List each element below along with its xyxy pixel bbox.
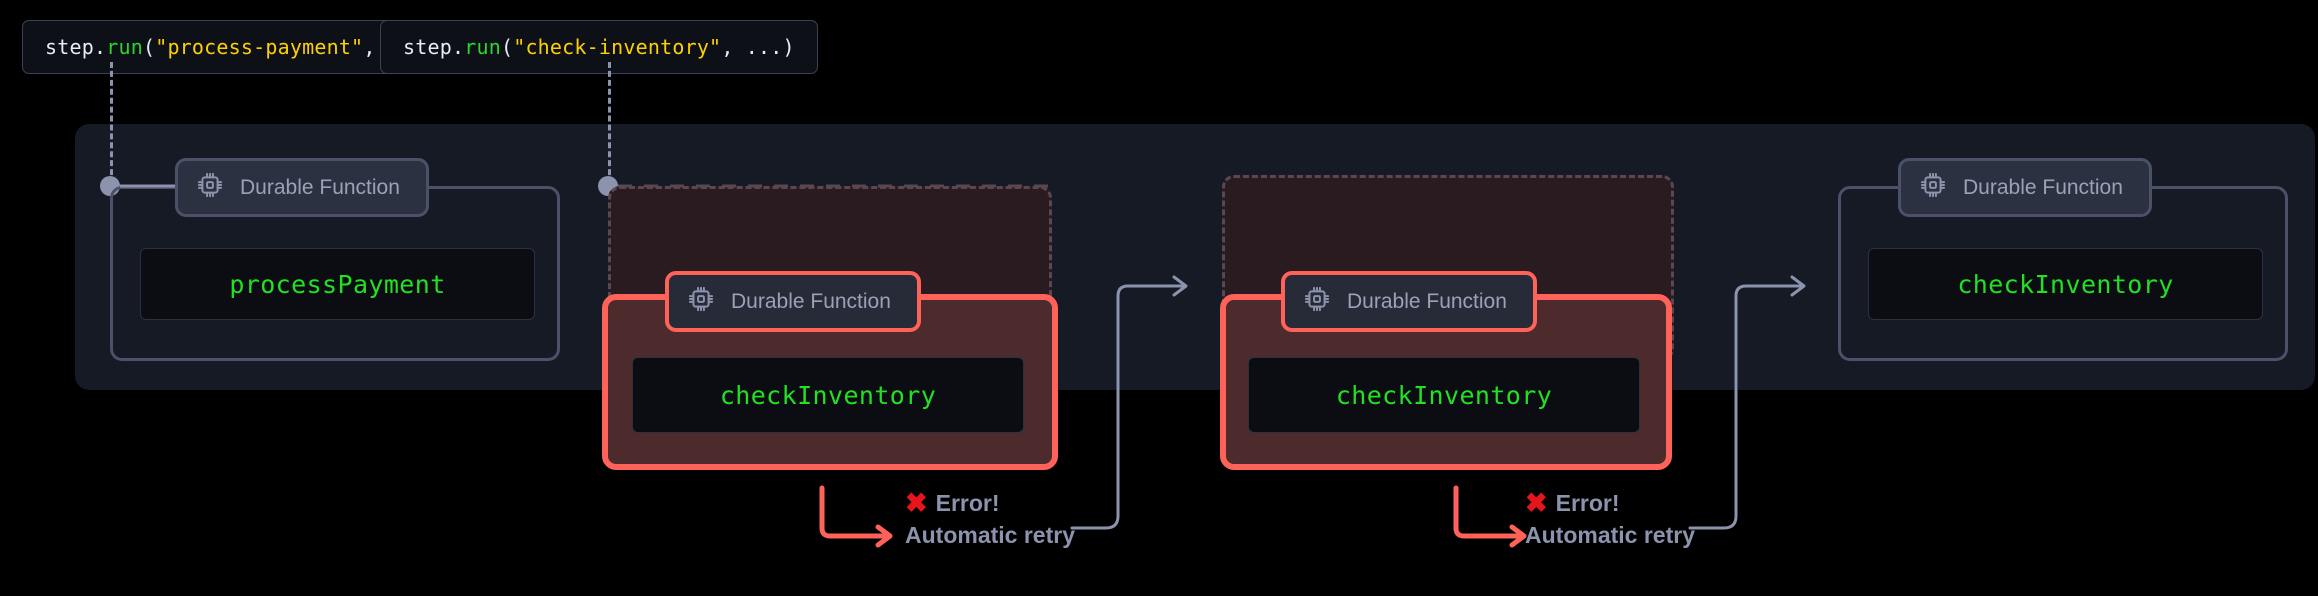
- error-2-title: Error!: [1555, 490, 1620, 516]
- step-2-function-box[interactable]: checkInventory: [632, 357, 1024, 433]
- cpu-icon: [1303, 285, 1331, 318]
- retry-arrow-red-1: [819, 485, 891, 539]
- code-token-function: run: [464, 35, 501, 59]
- step-1-function-name: processPayment: [229, 269, 446, 299]
- step-2-function-name: checkInventory: [719, 380, 937, 410]
- step-4-function-name: checkInventory: [1957, 269, 2174, 299]
- retry-arrow-red-2-head: [1509, 524, 1527, 548]
- code-token-argument: "check-inventory": [513, 35, 722, 59]
- error-1-title: Error!: [935, 490, 1000, 516]
- error-x-icon: ✖: [905, 488, 928, 518]
- cpu-icon: [1919, 171, 1947, 204]
- cpu-icon: [196, 171, 224, 204]
- code-label-check-inventory: step.run("check-inventory", ...): [380, 20, 818, 74]
- step-4-function-box[interactable]: checkInventory: [1868, 248, 2263, 320]
- code-token-prefix: step.: [45, 35, 107, 59]
- error-x-icon: ✖: [1525, 488, 1548, 518]
- dashed-connector-1: [110, 62, 113, 184]
- step-3-function-name: checkInventory: [1335, 380, 1553, 410]
- code-token-argument: "process-payment": [155, 35, 364, 59]
- step-4-badge-label: Durable Function: [1963, 175, 2123, 199]
- step-1-badge-label: Durable Function: [240, 175, 400, 199]
- code-token-prefix: step.: [403, 35, 465, 59]
- error-1-subtitle: Automatic retry: [905, 522, 1075, 548]
- cpu-icon: [687, 285, 715, 318]
- error-1-headline: ✖ Error!: [905, 490, 1075, 517]
- code-token-function: run: [106, 35, 143, 59]
- error-2-subtitle: Automatic retry: [1525, 522, 1695, 548]
- step-2-badge[interactable]: Durable Function: [665, 271, 921, 332]
- error-cluster-1: ✖ Error! Automatic retry: [905, 490, 1075, 549]
- retry-arrow-red-1-head: [875, 524, 893, 548]
- dashed-connector-2: [608, 62, 611, 184]
- code-token-paren: (: [142, 35, 156, 59]
- step-3-badge-label: Durable Function: [1347, 289, 1507, 313]
- step-4-badge[interactable]: Durable Function: [1898, 158, 2152, 217]
- retry-arrow-red-2: [1453, 485, 1525, 539]
- error-cluster-2: ✖ Error! Automatic retry: [1525, 490, 1695, 549]
- step-3-badge[interactable]: Durable Function: [1281, 271, 1537, 332]
- code-token-paren: (: [500, 35, 514, 59]
- step-1-badge[interactable]: Durable Function: [175, 158, 429, 217]
- step-2-badge-label: Durable Function: [731, 289, 891, 313]
- error-2-headline: ✖ Error!: [1525, 490, 1695, 517]
- code-token-rest: , ...): [721, 35, 795, 59]
- step-3-function-box[interactable]: checkInventory: [1248, 357, 1640, 433]
- step-1-function-box[interactable]: processPayment: [140, 248, 535, 320]
